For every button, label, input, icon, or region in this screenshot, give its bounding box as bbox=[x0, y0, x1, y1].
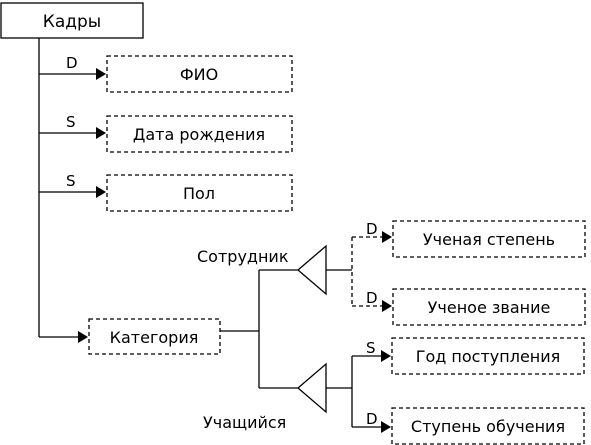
attribute-label: Пол bbox=[183, 184, 215, 203]
edge-enroll-year: S bbox=[352, 339, 391, 362]
edge-sex: S bbox=[39, 172, 106, 198]
arrowhead-icon bbox=[96, 186, 106, 198]
edge-dob: S bbox=[39, 113, 106, 139]
arrowhead-icon bbox=[96, 68, 106, 80]
arrowhead-icon bbox=[382, 231, 392, 243]
edge-fio: D bbox=[39, 54, 106, 80]
subtype-label-employee: Сотрудник bbox=[197, 247, 289, 266]
arrowhead-icon bbox=[78, 331, 88, 343]
link-type-label: D bbox=[366, 289, 378, 307]
attribute-study-level: Ступень обучения bbox=[391, 407, 585, 445]
attribute-enroll-year: Год поступления bbox=[391, 337, 585, 375]
arrowhead-icon bbox=[382, 300, 392, 312]
link-type-label: S bbox=[66, 113, 76, 131]
root-node-label: Кадры bbox=[43, 12, 101, 32]
attribute-label: Ученая степень bbox=[423, 230, 555, 249]
edge-title: D bbox=[352, 289, 392, 312]
attribute-label: Ступень обучения bbox=[411, 417, 565, 436]
attribute-label: ФИО bbox=[180, 65, 218, 84]
attribute-fio: ФИО bbox=[106, 55, 293, 93]
link-type-label: S bbox=[66, 172, 76, 190]
subtype-label-student: Учащийся bbox=[203, 413, 286, 432]
edge-study-level: D bbox=[352, 410, 391, 433]
edge-category bbox=[39, 331, 88, 343]
link-type-label: D bbox=[366, 220, 378, 238]
link-type-label: D bbox=[366, 410, 378, 428]
attribute-label: Год поступления bbox=[416, 347, 561, 366]
arrowhead-icon bbox=[96, 127, 106, 139]
arrowhead-icon bbox=[381, 350, 391, 362]
edge-degree: D bbox=[352, 220, 392, 243]
attribute-category: Категория bbox=[88, 318, 221, 355]
root-node: Кадры bbox=[0, 2, 144, 39]
attribute-title: Ученое звание bbox=[392, 288, 586, 326]
attribute-label: Категория bbox=[110, 328, 199, 347]
arrowhead-icon bbox=[381, 421, 391, 433]
attribute-label: Дата рождения bbox=[133, 125, 265, 144]
attribute-dob: Дата рождения bbox=[106, 115, 293, 153]
attribute-degree: Ученая степень bbox=[392, 220, 586, 258]
attribute-sex: Пол bbox=[106, 174, 293, 212]
switch-triangle-icon bbox=[297, 244, 327, 296]
link-type-label: S bbox=[366, 339, 376, 357]
switch-triangle-icon bbox=[297, 362, 327, 414]
link-type-label: D bbox=[66, 54, 78, 72]
attribute-label: Ученое звание bbox=[428, 298, 551, 317]
